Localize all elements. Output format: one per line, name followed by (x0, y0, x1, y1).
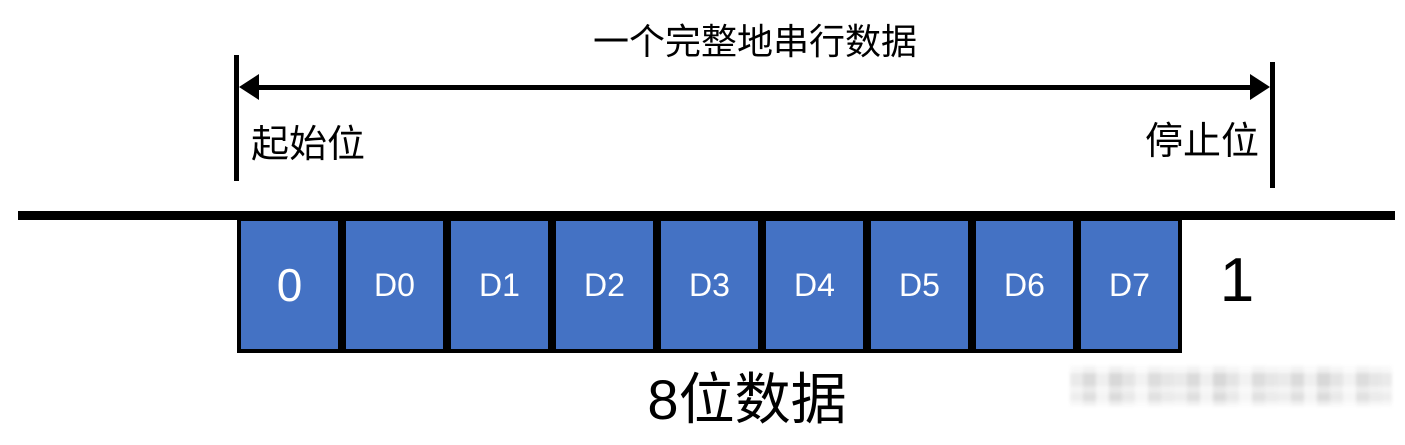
dimension-arrow-line (252, 85, 1257, 90)
data-caption: 8位数据 (647, 368, 847, 431)
bit-box-d4: D4 (762, 217, 867, 353)
bit-box-d0: D0 (342, 217, 447, 353)
watermark (1070, 366, 1392, 406)
left-arrowhead-icon (239, 74, 259, 100)
span-title: 一个完整地串行数据 (592, 21, 917, 62)
bit-box-d6: D6 (972, 217, 1077, 353)
bit-row: 0 D0 D1 D2 D3 D4 D5 D6 D7 (237, 217, 1182, 353)
bit-box-d3: D3 (657, 217, 762, 353)
start-tick-line (234, 55, 239, 181)
bit-box-d7: D7 (1077, 217, 1182, 353)
right-arrowhead-icon (1250, 74, 1270, 100)
stop-bit-label: 停止位 (1145, 121, 1260, 163)
bit-box-d1: D1 (447, 217, 552, 353)
start-bit-label: 起始位 (251, 124, 366, 166)
stop-tick-line (1270, 62, 1275, 188)
signal-line (18, 211, 1395, 220)
bit-box-d5: D5 (867, 217, 972, 353)
bit-box-start: 0 (237, 217, 342, 353)
stop-bit-value: 1 (1219, 246, 1255, 315)
bit-box-d2: D2 (552, 217, 657, 353)
